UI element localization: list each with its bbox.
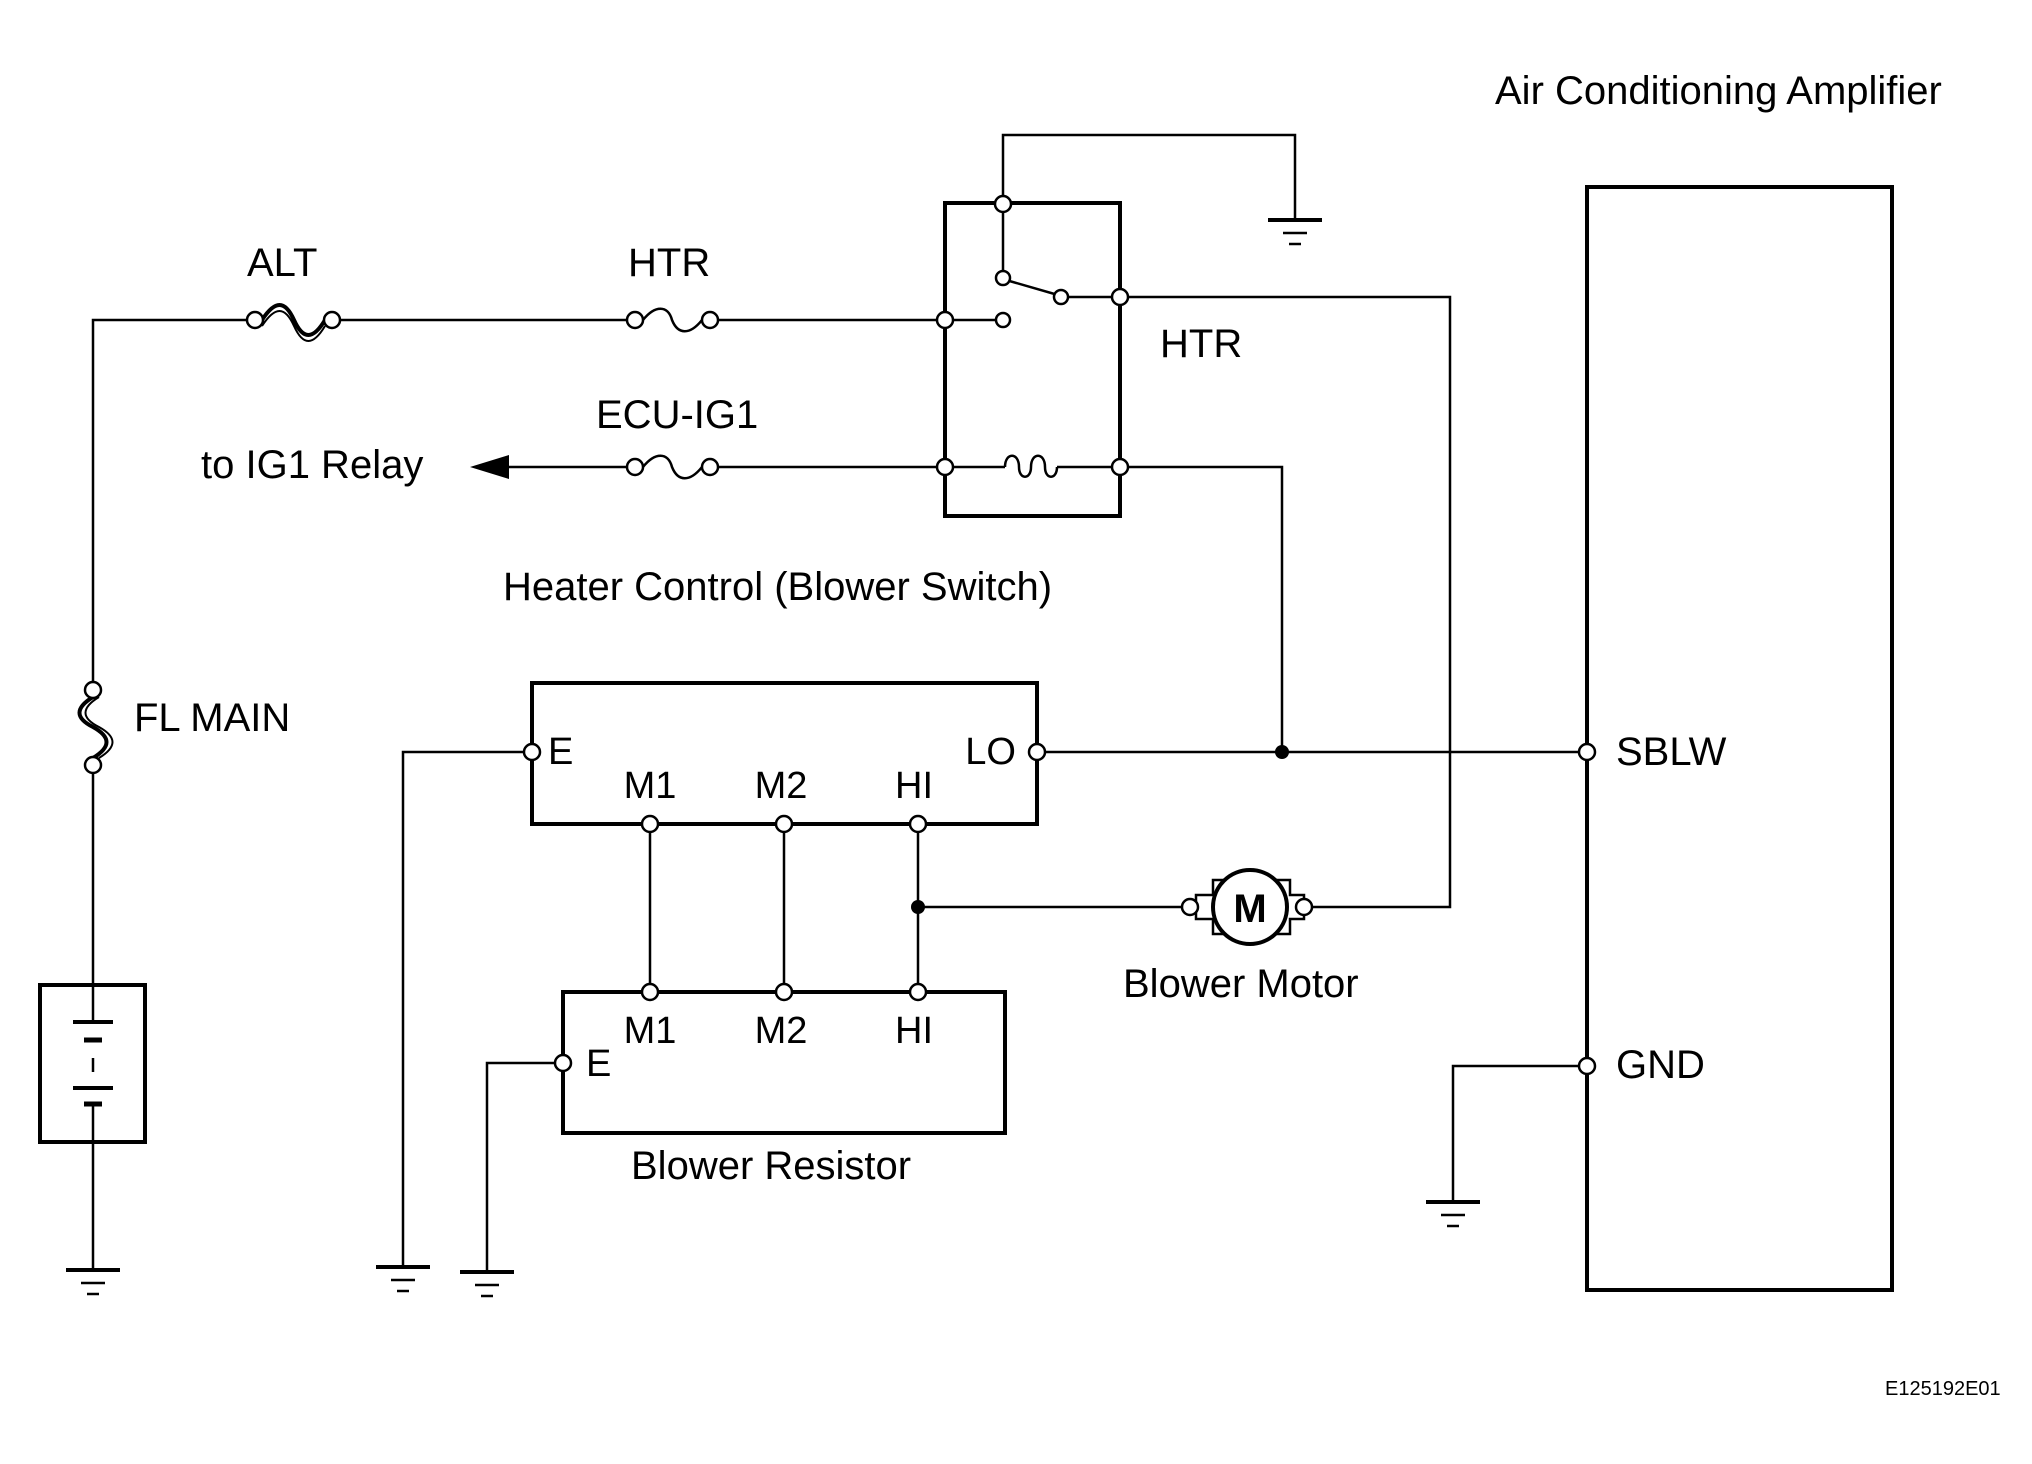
sblw-terminal-label: SBLW: [1616, 730, 1727, 774]
wire-res-e-ground: [485, 1061, 563, 1270]
to-ig1-relay-label: to IG1 Relay: [201, 443, 423, 487]
gnd-terminal-label: GND: [1616, 1043, 1705, 1087]
junction-dot-lo: [1275, 745, 1289, 759]
relay-switch-arm: [1005, 278, 1059, 297]
fuse-flmain-icon: [77, 695, 114, 760]
wire-relay-top-ground: [1001, 133, 1297, 218]
heater-control-e-label: E: [548, 731, 573, 773]
junction-dot-hi: [911, 900, 925, 914]
battery-icon: [73, 985, 113, 1142]
fuse-alt-icon: [260, 303, 327, 342]
arrow-left-icon: [470, 455, 509, 479]
ground-icon-gnd: [1426, 1200, 1480, 1228]
heater-control-label: Heater Control (Blower Switch): [503, 565, 1052, 609]
fuse-htr-icon: [642, 307, 703, 333]
blower-resistor-m1-label: M1: [624, 1010, 677, 1052]
alt-fuse-label: ALT: [247, 241, 317, 285]
heater-control-m1-label: M1: [624, 765, 677, 807]
ac-amplifier-box: [1585, 185, 1894, 1292]
wire-hc-e-ground: [401, 750, 532, 1265]
wire-gnd-ground: [1451, 1064, 1587, 1200]
blower-motor-label: Blower Motor: [1123, 962, 1359, 1006]
blower-resistor-hi-label: HI: [895, 1010, 933, 1052]
relay-coil-icon: [1003, 454, 1059, 478]
blower-motor-icon: [1194, 868, 1306, 946]
ground-icon-resistor: [460, 1270, 514, 1298]
fuse-ecuig1-icon: [642, 454, 703, 480]
htr-relay-label: HTR: [1160, 322, 1242, 366]
terminals: [83, 194, 1597, 1076]
wire-coil-to-junction: [1120, 465, 1284, 752]
figure-code-label: E125192E01: [1885, 1378, 2001, 1400]
heater-control-hi-label: HI: [895, 765, 933, 807]
blower-resistor-e-label: E: [586, 1043, 611, 1085]
heater-control-lo-label: LO: [965, 731, 1016, 773]
htr-fuse-label: HTR: [628, 241, 710, 285]
fl-main-fuse-label: FL MAIN: [134, 696, 290, 740]
blower-resistor-m2-label: M2: [755, 1010, 808, 1052]
ground-icon-heater-control: [376, 1265, 430, 1293]
wire-alt-left: [91, 318, 255, 690]
ground-icon-battery: [66, 1268, 120, 1296]
ac-amplifier-label: Air Conditioning Amplifier: [1495, 69, 1942, 113]
motor-symbol-label: M: [1233, 887, 1266, 931]
heater-relay-box: [943, 201, 1122, 518]
ecu-ig1-fuse-label: ECU-IG1: [596, 393, 758, 437]
heater-control-m2-label: M2: [755, 765, 808, 807]
wire-htr-to-motor: [1120, 295, 1452, 909]
wires: [91, 133, 1587, 1270]
blower-resistor-label: Blower Resistor: [631, 1144, 911, 1188]
ground-icon-relay: [1268, 218, 1322, 246]
